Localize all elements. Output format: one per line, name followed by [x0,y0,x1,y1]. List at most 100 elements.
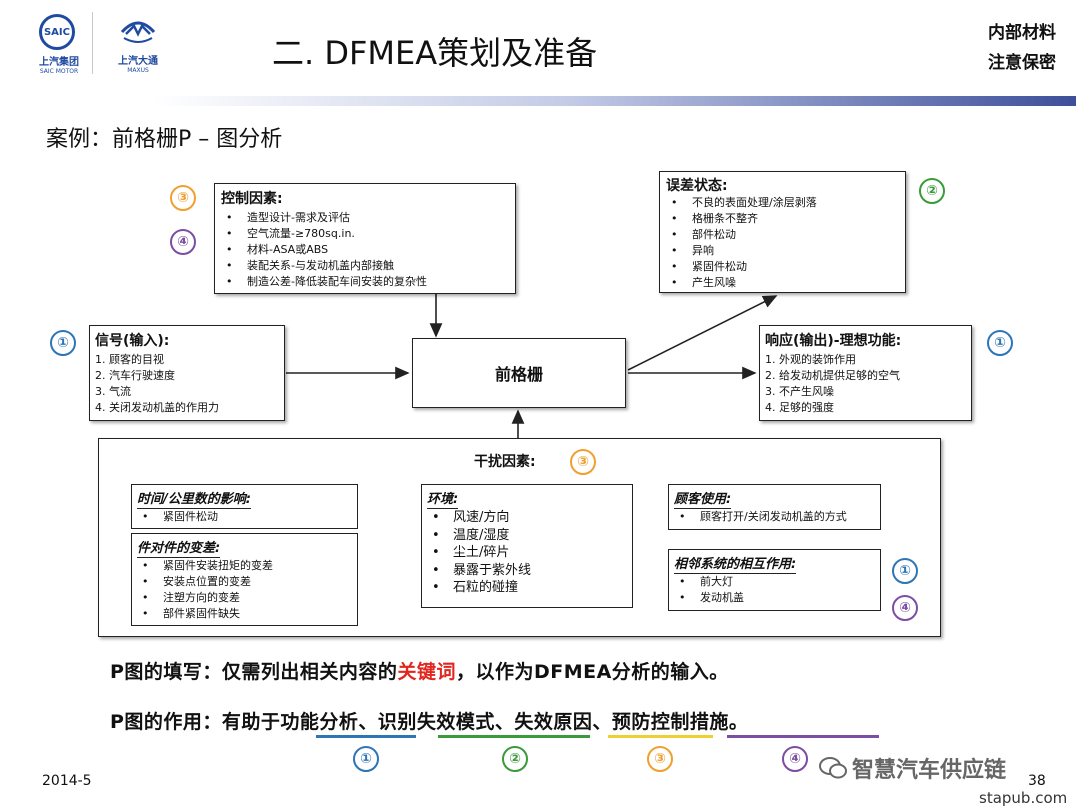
logo-divider [92,12,93,74]
confidential-line2: 注意保密 [988,53,1056,73]
list-item: 紧固件松动 [137,509,352,525]
adjacent-systems-list: 前大灯 发动机盖 [674,574,875,606]
watermark: 智慧汽车供应链 [818,752,1006,784]
p-diagram-fill-note: P图的填写：仅需列出相关内容的关键词，以作为DFMEA分析的输入。 [110,657,729,684]
list-item: 石粒的碰撞 [427,579,627,597]
marker-two-error: ② [919,178,945,204]
list-item: 发动机盖 [674,590,875,606]
environment-list: 风速/方向 温度/湿度 尘土/碎片 暴露于紫外线 石粒的碰撞 [427,509,627,597]
environment-box: 环境: 风速/方向 温度/湿度 尘土/碎片 暴露于紫外线 石粒的碰撞 [421,484,633,608]
confidential-line1: 内部材料 [988,23,1056,43]
marker-four-control: ④ [170,229,196,255]
header-gradient-bar [152,96,1076,106]
list-item: 材料-ASA或ABS [221,242,509,258]
underline-prevention-control [727,735,879,738]
time-mileage-box: 时间/公里数的影响: 紧固件松动 [131,484,358,529]
noise-factors-title: 干扰因素: [474,454,536,470]
list-item: 产生风噪 [666,275,899,291]
error-states-box: 误差状态: 不良的表面处理/涂层剥落 格栅条不整齐 部件松动 异响 紧固件松动 … [659,171,906,293]
list-item: 部件松动 [666,227,899,243]
response-output-title: 响应(输出)-理想功能: [765,333,902,349]
wechat-icon [819,757,847,779]
list-item: 3. 不产生风噪 [765,385,834,398]
list-item: 注塑方向的变差 [137,590,352,606]
list-item: 2. 汽车行驶速度 [95,369,175,382]
control-factors-box: 控制因素: 造型设计-需求及评估 空气流量-≥780sq.in. 材料-ASA或… [214,183,516,294]
saic-ring-text: SAIC [43,26,70,38]
p-diagram-purpose-note: P图的作用：有助于功能分析、识别失效模式、失效原因、预防控制措施。 [110,711,749,733]
list-item: 温度/湿度 [427,527,627,545]
list-item: 4. 关闭发动机盖的作用力 [95,401,219,414]
marker-one-response: ① [987,330,1013,356]
list-item: 紧固件安装扭矩的变差 [137,558,352,574]
marker-one-adjacent: ① [892,558,918,584]
time-mileage-list: 紧固件松动 [137,509,352,525]
signal-input-title: 信号(输入): [95,333,170,349]
part-variation-title: 件对件的变差: [137,541,221,558]
list-item: 部件紧固件缺失 [137,606,352,622]
list-item: 空气流量-≥780sq.in. [221,226,509,242]
fill-note-keyword: 关键词 [397,661,456,683]
list-item: 装配关系-与发动机盖内部接触 [221,258,509,274]
list-item: 前大灯 [674,574,875,590]
adjacent-systems-box: 相邻系统的相互作用: 前大灯 发动机盖 [668,549,881,611]
control-factors-list: 造型设计-需求及评估 空气流量-≥780sq.in. 材料-ASA或ABS 装配… [221,210,509,290]
saic-logo: SAIC 上汽集团 SAIC MOTOR [27,14,91,75]
fill-note-prefix: P图的填写：仅需列出相关内容的 [110,661,398,683]
signal-input-list: 1. 顾客的目视 2. 汽车行驶速度 3. 气流 4. 关闭发动机盖的作用力 [95,352,279,416]
error-states-title: 误差状态: [666,178,728,194]
adjacent-systems-title: 相邻系统的相互作用: [674,557,797,574]
watermark-url: stapub.com [979,789,1068,807]
list-item: 造型设计-需求及评估 [221,210,509,226]
list-item: 1. 外观的装饰作用 [765,353,856,366]
marker-three-noise: ③ [570,449,596,475]
customer-usage-title: 顾客使用: [674,492,732,509]
slide-subtitle: 案例：前格栅P – 图分析 [46,127,283,152]
watermark-text: 智慧汽车供应链 [852,758,1007,783]
list-item: 4. 足够的强度 [765,401,834,414]
marker-three-control: ③ [170,185,196,211]
maxus-logo-name: 上汽大通 [118,56,158,67]
signal-input-box: 信号(输入): 1. 顾客的目视 2. 汽车行驶速度 3. 气流 4. 关闭发动… [89,325,285,421]
underline-function-analysis [316,735,416,738]
marker-four-bottom: ④ [782,746,808,772]
saic-logo-name: 上汽集团 [39,57,79,68]
marker-one-signal: ① [50,330,76,356]
fill-note-suffix: ，以作为DFMEA分析的输入。 [455,661,729,683]
marker-four-adjacent: ④ [892,595,918,621]
confidential-label: 内部材料 注意保密 [988,18,1056,78]
response-output-list: 1. 外观的装饰作用 2. 给发动机提供足够的空气 3. 不产生风噪 4. 足够… [765,352,966,416]
maxus-emblem-icon [120,21,156,43]
saic-logo-sub: SAIC MOTOR [39,68,79,75]
list-item: 暴露于紫外线 [427,562,627,580]
error-states-list: 不良的表面处理/涂层剥落 格栅条不整齐 部件松动 异响 紧固件松动 产生风噪 [666,195,899,291]
list-item: 1. 顾客的目视 [95,353,164,366]
response-output-box: 响应(输出)-理想功能: 1. 外观的装饰作用 2. 给发动机提供足够的空气 3… [759,325,972,421]
page-title: 二. DFMEA策划及准备 [272,34,598,72]
marker-one-bottom: ① [353,746,379,772]
maxus-logo-sub: MAXUS [127,67,149,74]
underline-failure-mode [438,735,590,738]
list-item: 制造公差-降低装配车间安装的复杂性 [221,274,509,290]
customer-usage-list: 顾客打开/关闭发动机盖的方式 [674,509,875,525]
arrow-center-to-error [627,295,778,371]
list-item: 格栅条不整齐 [666,211,899,227]
slide-page-number: 38 [1028,773,1046,789]
list-item: 尘土/碎片 [427,544,627,562]
environment-title: 环境: [427,492,459,509]
list-item: 不良的表面处理/涂层剥落 [666,195,899,211]
list-item: 3. 气流 [95,385,131,398]
control-factors-title: 控制因素: [221,191,283,207]
list-item: 顾客打开/关闭发动机盖的方式 [674,509,875,525]
list-item: 紧固件松动 [666,259,899,275]
customer-usage-box: 顾客使用: 顾客打开/关闭发动机盖的方式 [668,484,881,530]
maxus-logo: 上汽大通 MAXUS [104,14,172,74]
underline-failure-cause [608,735,713,738]
center-component-box: 前格栅 [412,338,626,408]
marker-three-bottom: ③ [647,746,673,772]
time-mileage-title: 时间/公里数的影响: [137,492,251,509]
part-variation-box: 件对件的变差: 紧固件安装扭矩的变差 安装点位置的变差 注塑方向的变差 部件紧固… [131,533,358,626]
list-item: 2. 给发动机提供足够的空气 [765,369,900,382]
marker-two-bottom: ② [502,746,528,772]
